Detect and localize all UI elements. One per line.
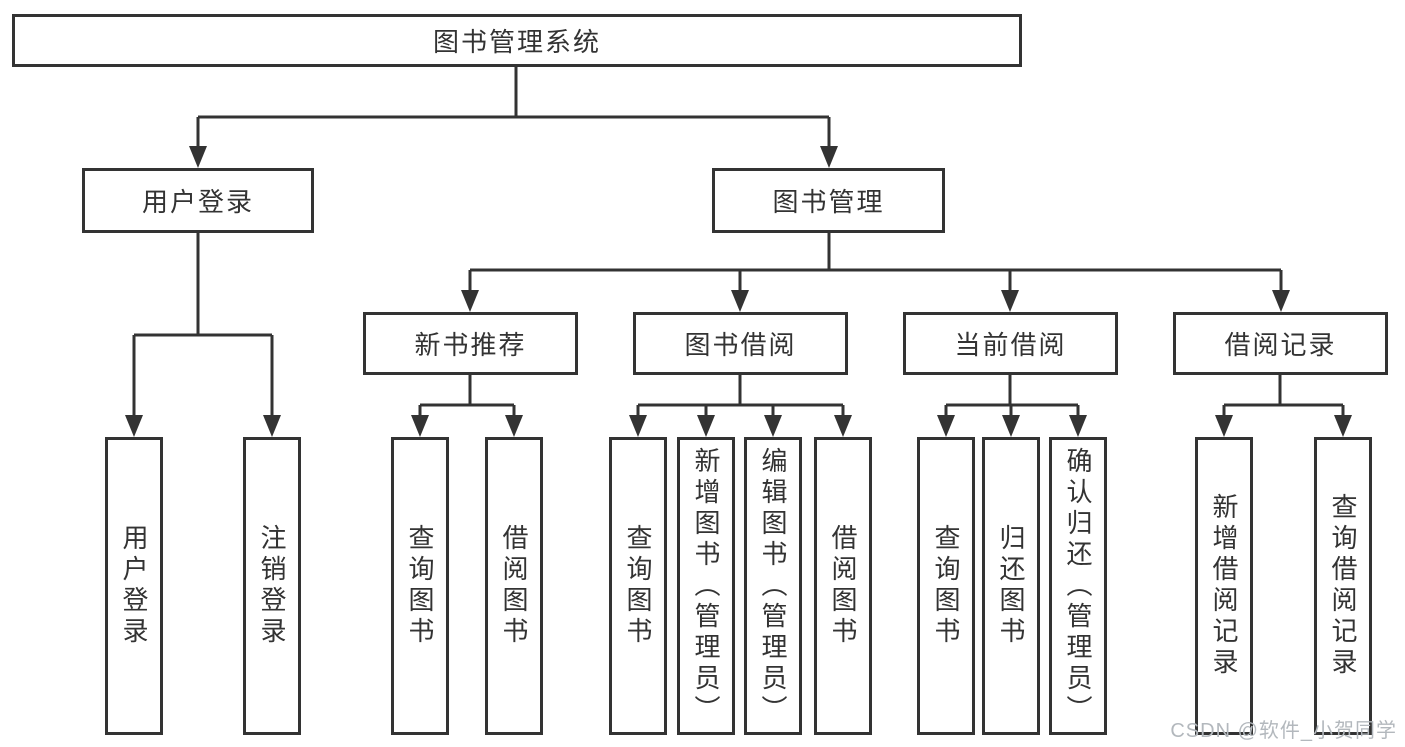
node-new-book-recommend: 新书推荐 [363,312,578,375]
node-book-borrowing: 图书借阅 [633,312,848,375]
edges-user-login [132,233,274,418]
leaf-borrow-books: 借阅图书 [814,437,872,735]
arrow-down-icon [263,415,281,437]
leaf-add-borrow-record-label: 新增借阅记录 [1209,493,1239,679]
leaf-logout: 注销登录 [243,437,301,735]
arrow-down-icon [411,415,429,437]
leaf-query-books-current-label: 查询图书 [931,524,961,648]
leaf-query-books-borrow-label: 查询图书 [623,524,653,648]
node-book-management-label: 图书管理 [772,187,885,217]
leaf-query-borrow-record: 查询借阅记录 [1314,437,1372,735]
leaf-add-book-admin: 新增图书（管理员） [677,437,735,735]
leaf-borrow-books-recommend-label: 借阅图书 [499,524,529,648]
arrow-down-icon [1215,415,1233,437]
leaf-return-books: 归还图书 [982,437,1040,735]
edges-book-management [468,233,1283,294]
arrow-down-icon [189,146,207,168]
arrow-down-icon [629,415,647,437]
leaf-borrow-books-recommend: 借阅图书 [485,437,543,735]
node-borrowing-records: 借阅记录 [1173,312,1388,375]
arrow-down-icon [1272,290,1290,312]
leaf-borrow-books-label: 借阅图书 [828,524,858,648]
edges-borrowing-records [1222,375,1345,420]
node-book-borrowing-label: 图书借阅 [684,330,797,360]
node-new-book-recommend-label: 新书推荐 [414,330,527,360]
leaf-logout-label: 注销登录 [257,524,287,648]
arrowhead-icons [125,146,1352,437]
leaf-query-books-recommend-label: 查询图书 [405,524,435,648]
leaf-add-borrow-record: 新增借阅记录 [1195,437,1253,735]
leaf-user-login: 用户登录 [105,437,163,735]
node-borrowing-records-label: 借阅记录 [1224,330,1337,360]
leaf-confirm-return-admin-label: 确认归还（管理员） [1063,446,1093,726]
node-library-system-label: 图书管理系统 [432,27,601,57]
arrow-down-icon [764,415,782,437]
edges-root [196,67,831,150]
node-user-login-label: 用户登录 [141,187,254,217]
arrow-down-icon [697,415,715,437]
arrow-down-icon [937,415,955,437]
leaf-query-books-current: 查询图书 [917,437,975,735]
arrow-down-icon [461,290,479,312]
leaf-edit-book-admin: 编辑图书（管理员） [744,437,802,735]
node-library-system: 图书管理系统 [12,14,1022,67]
arrow-down-icon [1001,290,1019,312]
arrow-down-icon [1334,415,1352,437]
arrow-down-icon [1002,415,1020,437]
arrow-down-icon [820,146,838,168]
node-book-management: 图书管理 [712,168,945,233]
leaf-query-books-borrow: 查询图书 [609,437,667,735]
leaf-edit-book-admin-label: 编辑图书（管理员） [758,446,788,726]
arrow-down-icon [125,415,143,437]
arrow-down-icon [731,290,749,312]
arrow-down-icon [505,415,523,437]
leaf-return-books-label: 归还图书 [996,524,1026,648]
edges-current-borrowing [944,375,1080,420]
edges-book-borrowing [636,375,845,420]
edges-new-book-recommend [418,375,516,420]
node-user-login: 用户登录 [82,168,314,233]
node-current-borrowing-label: 当前借阅 [954,330,1067,360]
leaf-user-login-label: 用户登录 [119,524,149,648]
arrow-down-icon [1069,415,1087,437]
leaf-add-book-admin-label: 新增图书（管理员） [691,446,721,726]
node-current-borrowing: 当前借阅 [903,312,1118,375]
leaf-confirm-return-admin: 确认归还（管理员） [1049,437,1107,735]
leaf-query-books-recommend: 查询图书 [391,437,449,735]
leaf-query-borrow-record-label: 查询借阅记录 [1328,493,1358,679]
csdn-watermark: CSDN @软件_小贺同学 [1170,720,1397,742]
arrow-down-icon [834,415,852,437]
